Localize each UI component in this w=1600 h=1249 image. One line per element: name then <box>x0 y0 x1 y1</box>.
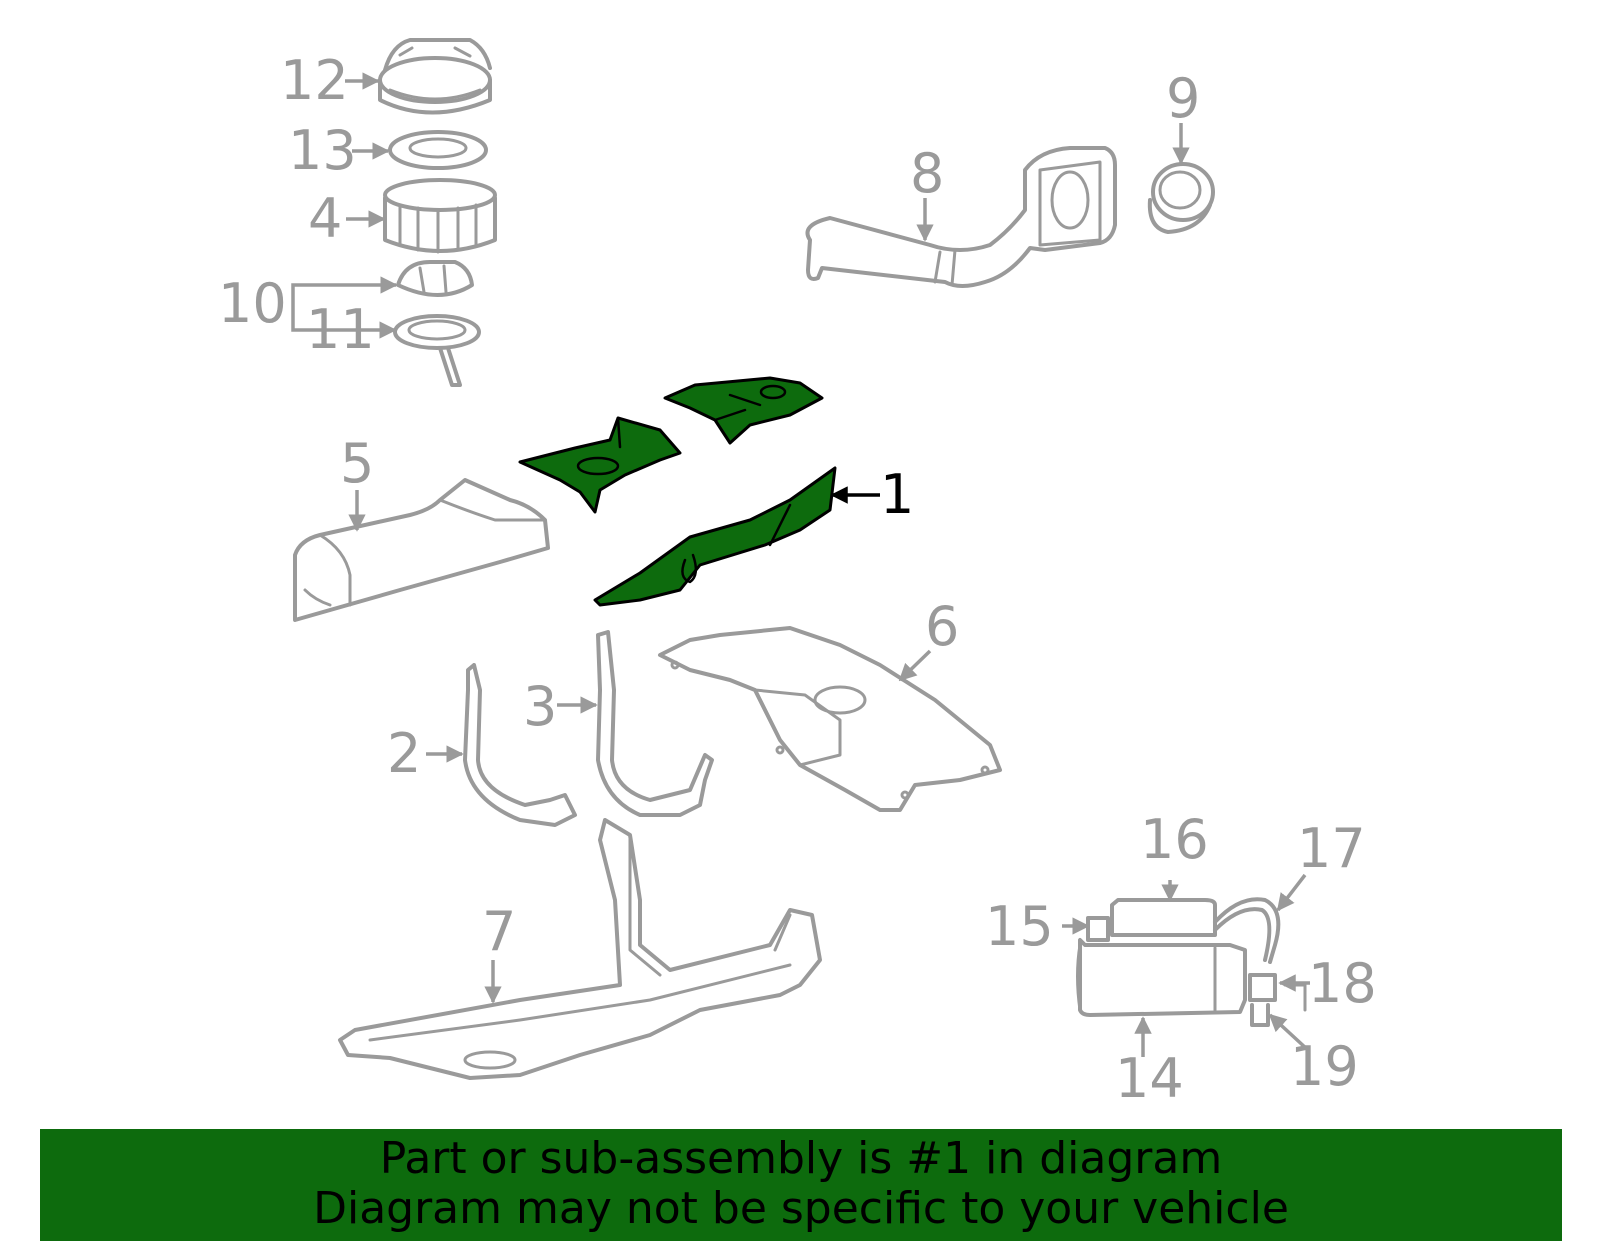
part-19-fitting <box>1250 1003 1270 1027</box>
part-10-fuel-pump <box>396 260 474 297</box>
callout-14: 14 <box>1115 1047 1184 1110</box>
callout-4: 4 <box>308 187 342 250</box>
part-13-seal <box>388 130 488 170</box>
part-1-heat-shield-group <box>518 376 837 607</box>
callout-2: 2 <box>387 722 421 785</box>
part-3-strap <box>596 630 714 817</box>
part-18-connector <box>1248 973 1307 1012</box>
part-1-heat-shield-upper-left <box>518 416 682 514</box>
part-4-pump-housing <box>383 178 497 254</box>
callout-9: 9 <box>1166 67 1200 130</box>
callout-labels: 12 13 4 10 11 9 8 5 1 6 3 2 7 16 17 15 1… <box>218 49 1377 1110</box>
banner-line-1: Part or sub-assembly is #1 in diagram <box>379 1133 1223 1184</box>
part-7-skid-plate <box>338 818 822 1080</box>
part-15-valve <box>1086 916 1110 942</box>
part-1-heat-shield-lower <box>593 466 837 607</box>
part-8-filler-pipe <box>805 146 1117 288</box>
callout-5: 5 <box>340 432 374 495</box>
callout-12: 12 <box>280 49 349 112</box>
callout-10: 10 <box>218 272 287 335</box>
part-5-shield <box>293 478 550 622</box>
leader-lines <box>291 72 1310 1057</box>
part-9-fuel-cap <box>1147 162 1215 234</box>
callout-18: 18 <box>1308 952 1377 1015</box>
part-12-lock-ring <box>378 38 492 115</box>
part-6-shield <box>658 626 1002 812</box>
callout-11: 11 <box>306 298 375 361</box>
part-14-vapor-canister <box>1076 938 1247 1017</box>
callout-6: 6 <box>925 595 959 658</box>
notice-banner: Part or sub-assembly is #1 in diagram Di… <box>40 1129 1562 1241</box>
part-16-canister-top <box>1110 898 1217 937</box>
part-17-hose <box>1213 897 1281 964</box>
callout-15: 15 <box>985 895 1054 958</box>
part-11-gasket <box>393 314 481 387</box>
part-2-strap <box>463 663 577 827</box>
callout-8: 8 <box>910 142 944 205</box>
callout-17: 17 <box>1297 817 1366 880</box>
callout-19: 19 <box>1290 1035 1359 1098</box>
callout-3: 3 <box>523 675 557 738</box>
callout-16: 16 <box>1140 808 1209 871</box>
banner-line-2: Diagram may not be specific to your vehi… <box>313 1183 1289 1234</box>
callout-7: 7 <box>482 900 516 963</box>
callout-1: 1 <box>880 463 914 526</box>
callout-13: 13 <box>288 119 357 182</box>
